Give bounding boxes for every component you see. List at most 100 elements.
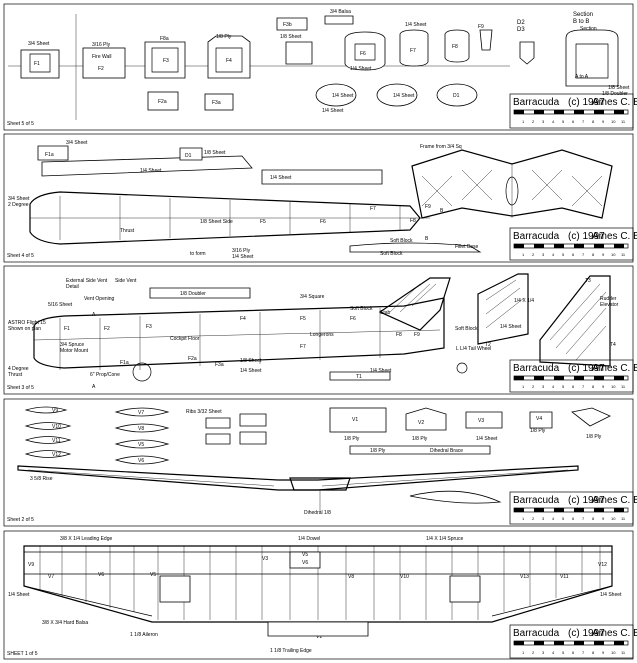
tb1-n7: 7 <box>582 650 585 655</box>
s5-sheet-b: 1/8 Sheet <box>280 34 302 40</box>
tb3-n6: 6 <box>572 384 575 389</box>
tb5-n3: 3 <box>542 119 545 124</box>
tb4-n6: 6 <box>572 252 575 257</box>
tb3-n9: 9 <box>602 384 605 389</box>
s3-t3: T3 <box>585 278 591 284</box>
s3-f3a: F3a <box>215 362 224 368</box>
s1-v1: V1 <box>316 634 322 640</box>
s3-tailwheel: L L/4 Tail Wheel <box>456 346 491 352</box>
s5-d1: 1/4 Sheet <box>332 93 354 99</box>
s1-v3: V3 <box>262 556 268 562</box>
s3-ext-vent: External Side Vent <box>66 278 108 284</box>
tb3-n2: 2 <box>532 384 535 389</box>
s3-cockpit: Cockpit Floor <box>170 336 200 342</box>
tb1-author: Ames C. Br <box>592 628 637 639</box>
title-block-1: Barracuda (c) 1997 Ames C. Br 1 2 3 4 5 … <box>509 624 637 659</box>
tb2-n11: 11 <box>621 516 626 521</box>
tb3-year: (c) 1997 <box>568 363 605 374</box>
s5-f9: F9 <box>478 24 484 30</box>
tb2-n9: 9 <box>602 516 605 521</box>
sheet-3-label: Sheet 3 of 5 <box>7 385 34 391</box>
tb1-name: Barracuda <box>513 628 560 639</box>
s4-f8: F7 <box>370 206 376 212</box>
tb3-n1: 1 <box>522 384 525 389</box>
tb4-n8: 8 <box>592 252 595 257</box>
s3-t2: T2 <box>485 342 491 348</box>
s3-sheet-a: 1/4 Sheet <box>370 368 392 374</box>
tb2-author: Ames C. Br <box>592 495 637 506</box>
s1-dowel: 1/4 Dowel <box>298 536 320 542</box>
tb1-n11: 11 <box>621 650 626 655</box>
s3-soft-block-b: Soft Block <box>455 326 478 332</box>
s3-square: 3/4 Square <box>300 294 325 300</box>
s4-to-form: 1/4 Sheet <box>232 254 254 260</box>
s4-f5: 1/8 Sheet Side <box>200 219 233 225</box>
sheet-5-border <box>3 3 634 131</box>
s2-v6: V6 <box>138 458 144 464</box>
s1-v11: V11 <box>560 574 569 580</box>
s1-v5: V5 <box>150 572 156 578</box>
s5-sheet-e: 1/4 Sheet <box>322 108 344 114</box>
title-block-5: Barracuda (c) 1997 Ames C. Br 1 2 3 4 5 … <box>509 93 637 129</box>
tb5-name: Barracuda <box>513 97 560 108</box>
s1-sheet-right: 1/4 Sheet <box>600 592 622 598</box>
s5-doubler: A to A <box>575 74 589 80</box>
tb4-n3: 3 <box>542 252 545 257</box>
tb2-n10: 10 <box>611 516 616 521</box>
tb3-n8: 8 <box>592 384 595 389</box>
tb5-n9: 9 <box>602 119 605 124</box>
s2-v4: V4 <box>536 416 542 422</box>
s4-sheet-c: 1/8 Sheet <box>204 150 226 156</box>
s5-sheet-f: Section <box>580 26 597 32</box>
s5-f2a: F2a <box>158 99 167 105</box>
tb5-n6: 6 <box>572 119 575 124</box>
s5-f7: F7 <box>410 48 416 54</box>
s5-f6: F6 <box>360 51 366 57</box>
s1-spruce: 1/4 X 1/4 Spruce <box>426 536 463 542</box>
tb4-year: (c) 1997 <box>568 231 605 242</box>
tb1-n1: 1 <box>522 650 525 655</box>
s5-f8: F8 <box>452 44 458 50</box>
tb2-n5: 5 <box>562 516 565 521</box>
s1-v12: V12 <box>598 562 607 568</box>
s3-stab: Stab <box>380 310 391 316</box>
s3-f1a: F1a <box>120 360 129 366</box>
s2-v3: V3 <box>478 418 484 424</box>
s2-ply-a: 1/8 Ply <box>344 436 360 442</box>
tb5-n10: 10 <box>611 119 616 124</box>
tb5-n7: 7 <box>582 119 585 124</box>
tb2-name: Barracuda <box>513 495 560 506</box>
sheet-2: Sheet 2 of 5 Ribs 3/32 Sheet V9 V10 V11 … <box>7 406 611 523</box>
s3-spruce: 3/4 Spruce <box>60 342 84 348</box>
sheet-4-label: Sheet 4 of 5 <box>7 253 34 259</box>
s1-v13: V13 <box>520 574 529 580</box>
s3-f8: F8 <box>396 332 402 338</box>
s4-sheet-e: 3/16 Ply <box>232 248 251 254</box>
s4-ply: Fillet Base <box>455 244 479 250</box>
s1-hard-balsa: 3/8 X 3/4 Hard Balsa <box>42 620 88 626</box>
sheet-3: Sheet 3 of 5 External Side Vent Side Ven… <box>7 273 619 391</box>
s4-sheet-side: Thrust <box>120 228 135 234</box>
s5-f3: F3 <box>163 58 169 64</box>
s4-sheet-b: 1/4 Sheet <box>140 168 162 174</box>
s3-f4: F4 <box>240 316 246 322</box>
s4-f7: F6 <box>320 219 326 225</box>
s3-sheet-d: 1/8 Sheet <box>240 358 262 364</box>
s2-dihedral: Dihedral Brace <box>430 448 463 454</box>
s4-f6: F5 <box>260 219 266 225</box>
tb5-n2: 2 <box>532 119 535 124</box>
s1-v5b: V5 <box>302 552 308 558</box>
s5-ply-f3: F8a <box>160 36 169 42</box>
s4-fillet-base: Soft Block <box>380 251 403 257</box>
s4-f9: F8 <box>410 218 416 224</box>
s5-sheet-label: 3/4 Sheet <box>28 41 50 47</box>
s3-rudder: Rudder <box>600 296 617 302</box>
s5-firewall-label: Fire Wall <box>92 54 112 60</box>
s5-d3: D1 <box>453 93 460 99</box>
s5-longeron-size: 1/8 Sheet <box>608 85 630 91</box>
s3-degree: 4 Degree <box>8 366 29 372</box>
s2-v5: V5 <box>138 442 144 448</box>
s1-aileron: 1 1/8 Aileron <box>130 632 158 638</box>
s3-shown: Shown on plan <box>8 326 41 332</box>
s3-sheet-b: 1/4 Sheet <box>500 324 522 330</box>
